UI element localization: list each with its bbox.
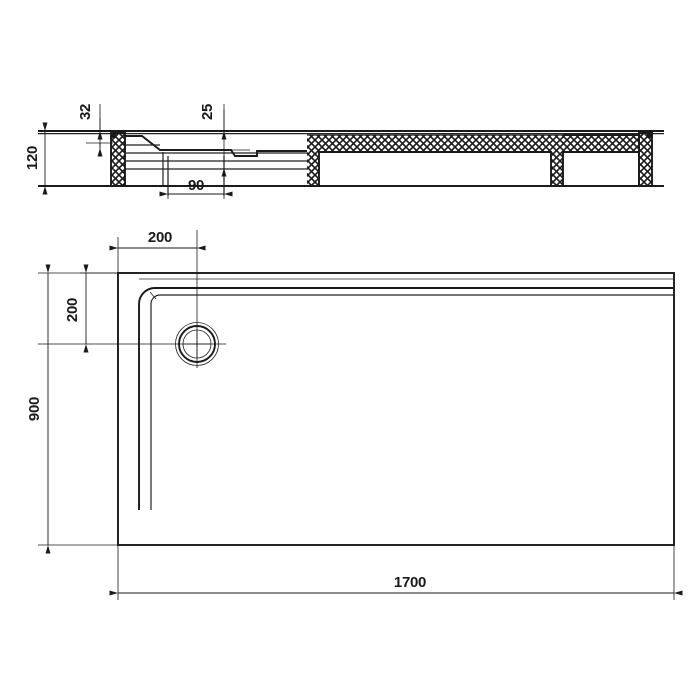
section-drain-profile <box>125 135 307 186</box>
tray-inner-basin <box>138 287 674 510</box>
dimension-200-left: 200 <box>64 264 89 353</box>
dimension-200-left-label: 200 <box>64 298 81 322</box>
dimension-90-label: 90 <box>188 177 204 194</box>
dimension-32: 32 <box>77 104 113 157</box>
dimension-900-label: 900 <box>26 397 43 421</box>
dimension-200-top: 200 <box>109 229 206 251</box>
dimension-120: 120 <box>24 122 48 195</box>
dimension-900: 900 <box>26 264 51 554</box>
section-hatching <box>111 133 652 186</box>
dimension-25: 25 <box>190 104 250 177</box>
dimension-1700: 1700 <box>109 574 683 596</box>
plan-view: 200 200 900 1700 <box>26 229 683 600</box>
dimension-120-label: 120 <box>24 146 41 170</box>
dimension-90: 90 <box>159 156 233 199</box>
dimension-200-top-label: 200 <box>148 229 172 246</box>
dimension-25-label: 25 <box>199 104 216 120</box>
tray-outer-rect <box>117 272 675 546</box>
section-view: 120 32 25 9 <box>24 104 664 199</box>
section-top-plate <box>38 130 664 135</box>
dimension-32-label: 32 <box>77 104 94 120</box>
dimension-1700-label: 1700 <box>394 574 426 591</box>
